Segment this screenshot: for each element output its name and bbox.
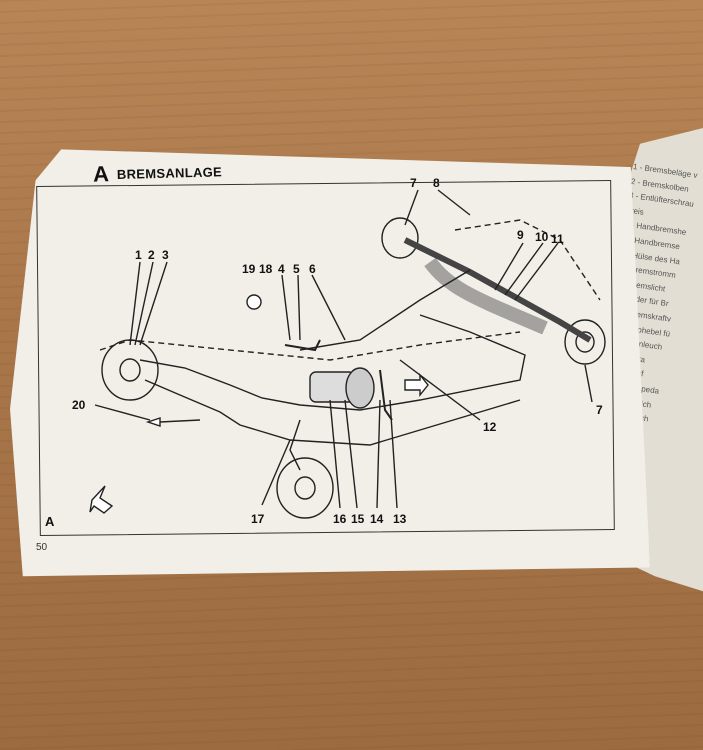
callout-2: 2 [148,248,155,262]
manual-page [10,149,650,577]
callout-7-top: 7 [410,176,417,190]
brake-line-rear [139,314,526,411]
callout-18: 18 [259,262,273,276]
callout-1: 1 [135,248,142,262]
callout-13: 13 [393,512,407,526]
frame-letter: A [45,514,55,529]
brake-pedal [379,369,393,421]
callout-3: 3 [162,248,169,262]
front-left-brake-disc [101,339,159,401]
callout-9: 9 [517,228,524,242]
handbrake-cable [299,269,471,351]
rear-axle [403,237,592,343]
rear-right-brake-drum [564,319,606,365]
brake-booster [345,367,375,409]
page-number: 50 [36,542,48,553]
callout-15: 15 [351,512,365,526]
direction-arrow [89,485,114,514]
front-right-brake-disc [276,457,334,519]
callout-10: 10 [535,230,549,244]
callout-12: 12 [483,420,497,434]
rear-left-brake-drum [381,217,419,259]
handbrake-lever [284,339,321,352]
callout-8: 8 [433,176,440,190]
callout-17: 17 [251,512,265,526]
brake-line-front [144,379,521,446]
dashed-outline [99,331,521,361]
callout-4: 4 [278,262,285,276]
callout-7-bottom: 7 [596,403,603,417]
engine-arrow-line [159,419,201,423]
callout-16: 16 [333,512,347,526]
callout-5: 5 [293,262,300,276]
callout-6: 6 [309,262,316,276]
callout-19: 19 [242,262,256,276]
parking-warning-symbol [246,294,262,310]
callout-14: 14 [370,512,384,526]
callout-11: 11 [551,232,564,246]
brake-line-right [289,419,301,471]
callout-20: 20 [72,398,86,412]
